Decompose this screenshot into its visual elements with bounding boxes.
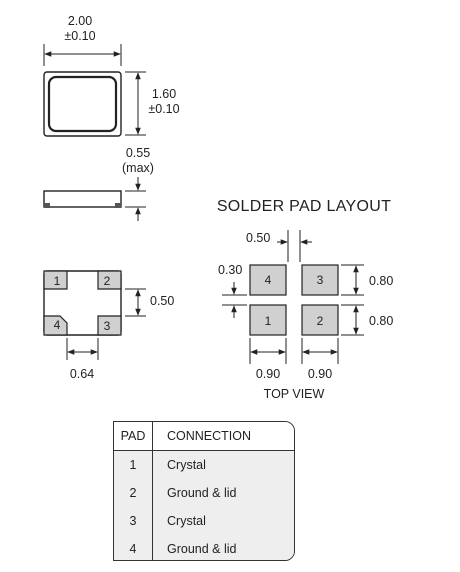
header-connection: CONNECTION	[167, 429, 252, 443]
layout-pad-4	[249, 264, 287, 296]
pad-w-left-label: 0.90	[256, 367, 280, 381]
package-bottom-view: 1 2 4 3 0.50 0.64	[43, 270, 174, 381]
pad-w-right-label: 0.90	[308, 367, 332, 381]
thickness-label: 0.55	[126, 146, 150, 160]
height-tolerance-label: ±0.10	[148, 102, 179, 116]
gap-h-label: 0.50	[246, 231, 270, 245]
package-pad-1	[43, 270, 68, 290]
layout-pad-1	[249, 304, 287, 336]
package-pad-2	[97, 270, 122, 290]
package-pad-label-2: 2	[104, 274, 111, 288]
table-row: 3 Crystal	[114, 507, 294, 535]
pitch-v-label: 0.50	[150, 294, 174, 308]
row-pad: 4	[114, 535, 153, 560]
width-tolerance-label: ±0.10	[64, 29, 95, 43]
row-connection: Ground & lid	[167, 486, 237, 500]
package-pad-label-1: 1	[54, 274, 61, 288]
solder-layout-title: SOLDER PAD LAYOUT	[217, 198, 391, 215]
layout-pad-3	[301, 264, 339, 296]
solder-pad-layout: SOLDER PAD LAYOUT 0.50 4 3 1 2 0.30 0.80…	[217, 198, 394, 401]
width-label: 2.00	[68, 14, 92, 28]
package-pad-4	[43, 315, 68, 336]
layout-pad-label-4: 4	[265, 273, 272, 287]
row-pad: 1	[114, 451, 153, 479]
thickness-note-label: (max)	[122, 161, 154, 175]
layout-pad-label-2: 2	[317, 314, 324, 328]
layout-pad-label-1: 1	[265, 314, 272, 328]
row-connection: Crystal	[167, 514, 206, 528]
table-row: 1 Crystal	[114, 451, 294, 479]
pad-connection-table: PAD CONNECTION 1 Crystal 2 Ground & lid …	[113, 421, 295, 561]
row-connection: Crystal	[167, 458, 206, 472]
table-header: PAD CONNECTION	[114, 422, 294, 451]
pad-h-top-label: 0.80	[369, 274, 393, 288]
row-pad: 3	[114, 507, 153, 535]
layout-pad-label-3: 3	[317, 273, 324, 287]
package-pad-3	[97, 315, 122, 336]
row-connection: Ground & lid	[167, 542, 237, 556]
package-side-view: 0.55 (max)	[43, 146, 154, 221]
table-row: 4 Ground & lid	[114, 535, 294, 560]
package-pad-label-4: 4	[54, 318, 61, 332]
row-pad: 2	[114, 479, 153, 507]
top-view-label: TOP VIEW	[264, 387, 325, 401]
header-pad: PAD	[114, 422, 153, 450]
height-label: 1.60	[152, 87, 176, 101]
table-row: 2 Ground & lid	[114, 479, 294, 507]
gap-v-label: 0.30	[218, 263, 242, 277]
package-lid	[47, 75, 118, 133]
side-body	[43, 190, 122, 208]
side-terminal-right	[115, 203, 121, 208]
side-terminal-left	[44, 203, 50, 208]
package-pad-label-3: 3	[104, 319, 111, 333]
pad-h-bottom-label: 0.80	[369, 314, 393, 328]
layout-pad-2	[301, 304, 339, 336]
package-top-view: 2.00 ±0.10 1.60 ±0.10	[43, 14, 180, 137]
pitch-h-label: 0.64	[70, 367, 94, 381]
